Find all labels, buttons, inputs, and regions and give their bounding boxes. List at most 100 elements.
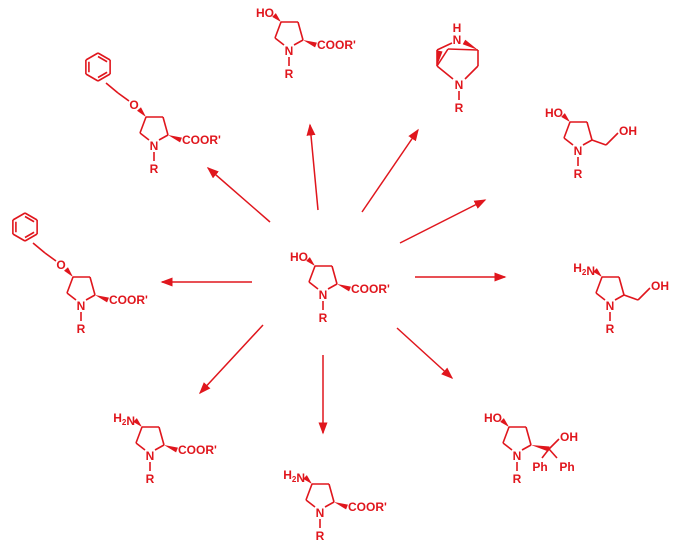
hydroxyl-label: OH [560,430,578,444]
nitrogen-label: N [319,288,328,302]
r-group-label: R [316,529,325,540]
bond [525,426,532,446]
bond [274,37,285,46]
arrow-to-bottom-right [396,327,454,380]
nitrogen-label: N [574,144,583,158]
bond [563,137,574,146]
bond [154,444,165,451]
bond [436,42,453,51]
bond [135,442,146,451]
bond [502,442,513,451]
bond [308,265,316,283]
ester-label: COOR' [317,38,356,52]
amino-label: H2N [113,411,135,428]
amino-label: H2N [283,468,305,485]
bond [66,292,77,301]
bond [305,499,316,508]
bond [618,276,625,296]
bond [436,48,449,67]
molecule-bottom: NR H2N COOR' [283,468,387,540]
bond [637,287,651,301]
benzene-ring [12,212,38,242]
bond [623,294,639,301]
bond [586,121,593,141]
wedge-bond [306,257,315,266]
wedge-bond [593,268,602,277]
ester-label: COOR' [182,133,221,147]
bond [436,65,454,80]
arrow-to-top [306,123,319,211]
r-group-label: R [574,167,583,181]
r-group-label: R [150,162,159,176]
wedge-bond [137,107,146,117]
nitrogen-label: N [150,139,159,153]
bond [97,73,111,82]
bond [24,233,38,242]
molecules: NRHOCOOR'NRHOCOOR'NHNRNRHOOHNRH2NOHNRHOO… [12,6,669,540]
amino-label: H2N [573,261,595,278]
nitrogen-label: N [453,33,462,47]
wedge-bond [561,113,570,122]
wedge-bond [500,418,509,427]
arrow-to-left-top [206,167,271,223]
r-group-label: R [77,322,86,336]
r-group-label: R [606,322,615,336]
nitrogen-label: N [146,449,155,463]
wedge-bond [95,295,109,303]
nitrogen-label: N [77,299,86,313]
r-group-label: R [513,472,522,486]
bond [595,276,603,294]
hydrogen-label: H [453,21,462,35]
wedge-bond [531,445,550,452]
nitrogen-label: N [285,44,294,58]
bond [305,483,313,501]
oxygen-label: O [129,98,138,112]
bond [563,121,571,139]
bond [502,426,510,444]
oxygen-label: O [56,258,65,272]
hydroxyl-label: OH [619,124,637,138]
wedge-bond [272,13,281,22]
hydroxy-label: HO [290,250,308,264]
arrow-to-right-top [399,199,487,244]
bond [447,48,479,51]
wedge-bond [337,284,351,292]
nitrogen-label: N [455,78,464,92]
bond [308,281,319,290]
wedge-bond [303,475,312,484]
bond [139,116,147,134]
bond [97,71,108,79]
wedge-bond [334,502,348,510]
bond [135,426,143,444]
bond [139,132,150,141]
nitrogen-label: N [606,299,615,313]
bond [324,501,335,508]
bond [97,55,108,63]
bond [605,132,619,146]
wedge-bond [164,445,178,453]
ester-label: COOR' [351,282,390,296]
ester-label: COOR' [178,443,217,457]
bond [548,438,560,450]
bond [85,294,96,301]
molecule-left-top: NR O COOR' [85,52,221,176]
bond [591,139,607,146]
bond [117,92,130,102]
arrows [160,123,507,435]
ester-label: COOR' [348,500,387,514]
bond [158,426,165,446]
bond [85,52,99,61]
nitrogen-label: N [513,449,522,463]
bond [12,233,26,242]
wedge-bond [64,267,73,277]
hydroxy-label: HO [484,411,502,425]
nitrogen-label: N [316,506,325,520]
bond [12,212,26,221]
arrow-to-bottom-left [198,324,264,395]
